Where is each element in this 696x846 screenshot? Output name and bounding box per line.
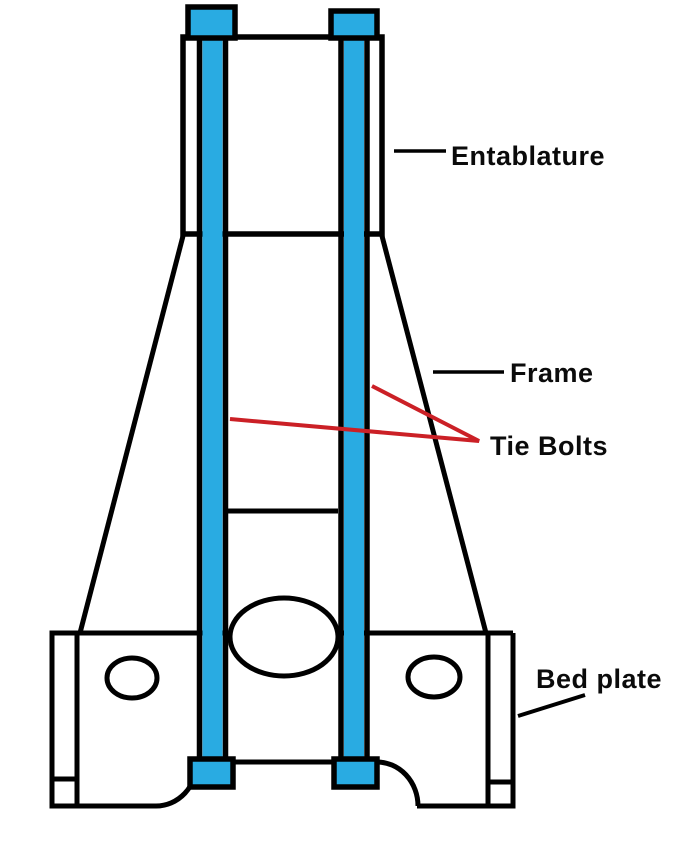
tie-bolt-right-foot [331,756,380,790]
bed-plate-label: Bed plate [536,664,662,694]
tie-bolt-left-nut [185,4,238,41]
tie-bolts-label: Tie Bolts [490,431,608,461]
frame-right-side [379,235,489,634]
tie-bolt-left-rod [202,38,223,762]
tie-bolts [185,4,380,790]
tie-bolt-left-foot [187,756,236,790]
frame [77,235,489,634]
entablature-label: Entablature [451,141,605,171]
tie-bolt-right-rod [344,38,364,762]
tie-bolt-right-nut [328,8,380,41]
tie-bolts-leader-lines [229,384,480,443]
bed-plate-arch-cutout [155,759,421,809]
bed-plate-hole-right [405,654,463,700]
bed-plate-leader-line [517,693,586,718]
bed-plate-outline-right [417,633,516,809]
crankshaft-bore [227,595,341,679]
bed-plate-hole-left [104,655,160,701]
frame-label: Frame [510,358,594,388]
frame-left-side [77,235,186,634]
